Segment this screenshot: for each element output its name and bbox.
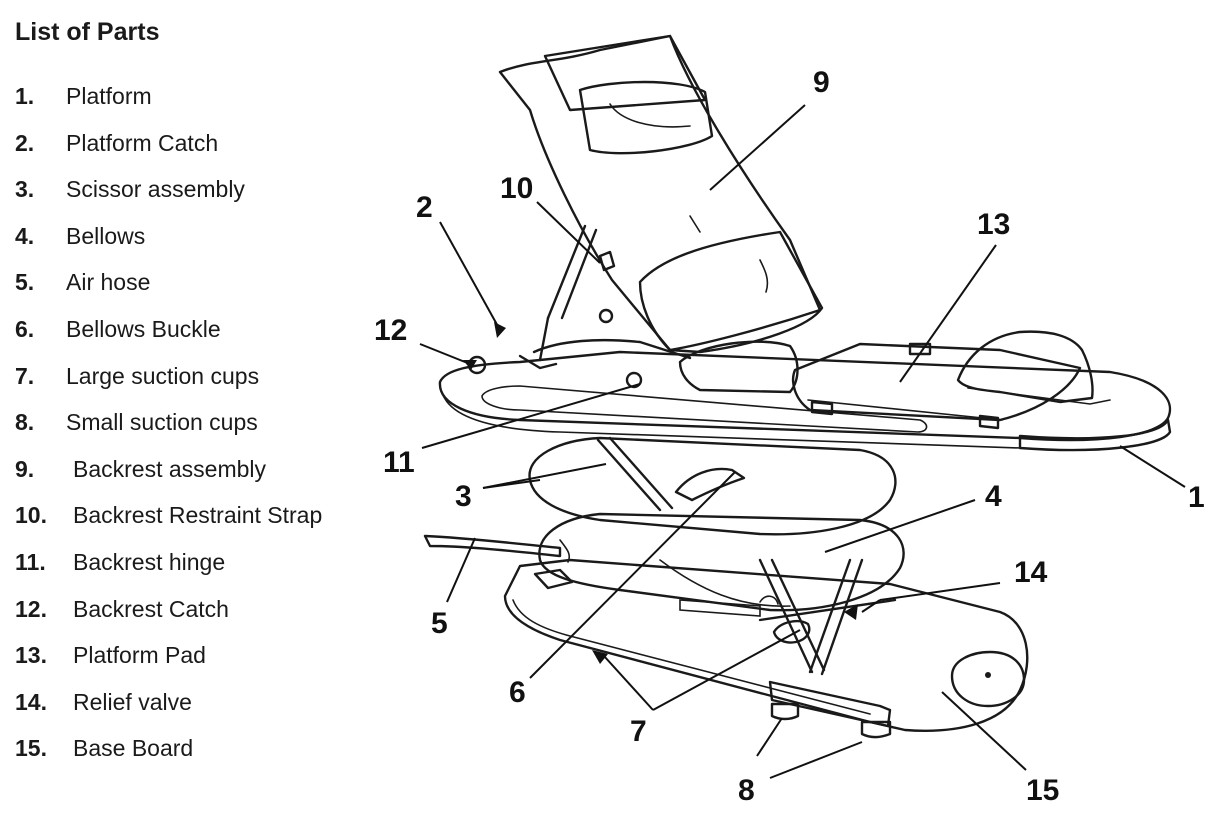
part-name: Base Board [73,735,194,762]
leader-lines [419,104,1186,779]
part-name: Backrest Restraint Strap [73,502,323,529]
part-name: Platform Catch [66,129,219,156]
relief-valve [772,620,811,644]
part-number: 7. [15,362,35,389]
part-name: Relief valve [73,688,192,715]
part-number: 14. [15,688,47,715]
part-number: 11. [15,548,46,575]
backrest-assembly [498,34,824,394]
part-number: 15. [15,735,47,762]
callout-9: 9 [813,66,830,99]
callout-8: 8 [738,774,755,807]
callout-15: 15 [1026,774,1059,807]
part-number: 9. [15,455,35,482]
callout-7: 7 [630,715,647,748]
callout-2: 2 [416,191,433,224]
callout-11: 11 [383,446,415,479]
scissor-assembly [596,436,897,676]
callout-10: 10 [500,172,533,205]
bellows [528,436,905,612]
part-number: 13. [15,642,47,669]
callout-5: 5 [431,607,448,640]
part-name: Platform Pad [73,642,206,669]
part-number: 8. [15,409,35,436]
small-suction-cups [768,680,892,739]
part-name: Air hose [66,269,151,296]
callout-3: 3 [455,480,472,513]
callout-12: 12 [374,314,407,347]
part-name: Scissor assembly [66,176,245,203]
part-name: Backrest Catch [73,595,229,622]
part-number: 4. [15,222,35,249]
part-name: Small suction cups [66,409,258,436]
part-number: 1. [15,83,35,109]
callout-1: 1 [1188,481,1205,514]
air-hose [423,534,562,558]
part-name: Bellows Buckle [66,315,221,342]
part-number: 10. [15,502,47,529]
part-number: 5. [15,269,35,296]
parts-list-title: List of Parts [15,18,160,46]
backrest-catch [518,354,558,370]
callout-13: 13 [977,208,1010,241]
part-name: Platform [66,83,152,109]
callout-14: 14 [1014,556,1048,589]
part-name: Backrest hinge [73,548,226,575]
base-board [503,558,1029,732]
part-number: 3. [15,176,35,203]
platform [438,308,1172,452]
callout-4: 4 [985,480,1002,513]
backrest-hinge [532,338,692,360]
part-number: 6. [15,315,35,342]
callout-6: 6 [509,676,526,709]
part-number: 2. [15,129,35,156]
bellows-buckle [674,467,746,502]
part-name: Bellows [66,222,146,249]
part-number: 12. [15,595,47,622]
part-name: Large suction cups [66,362,260,389]
part-name: Backrest assembly [73,455,267,482]
platform-pad [791,342,1082,430]
